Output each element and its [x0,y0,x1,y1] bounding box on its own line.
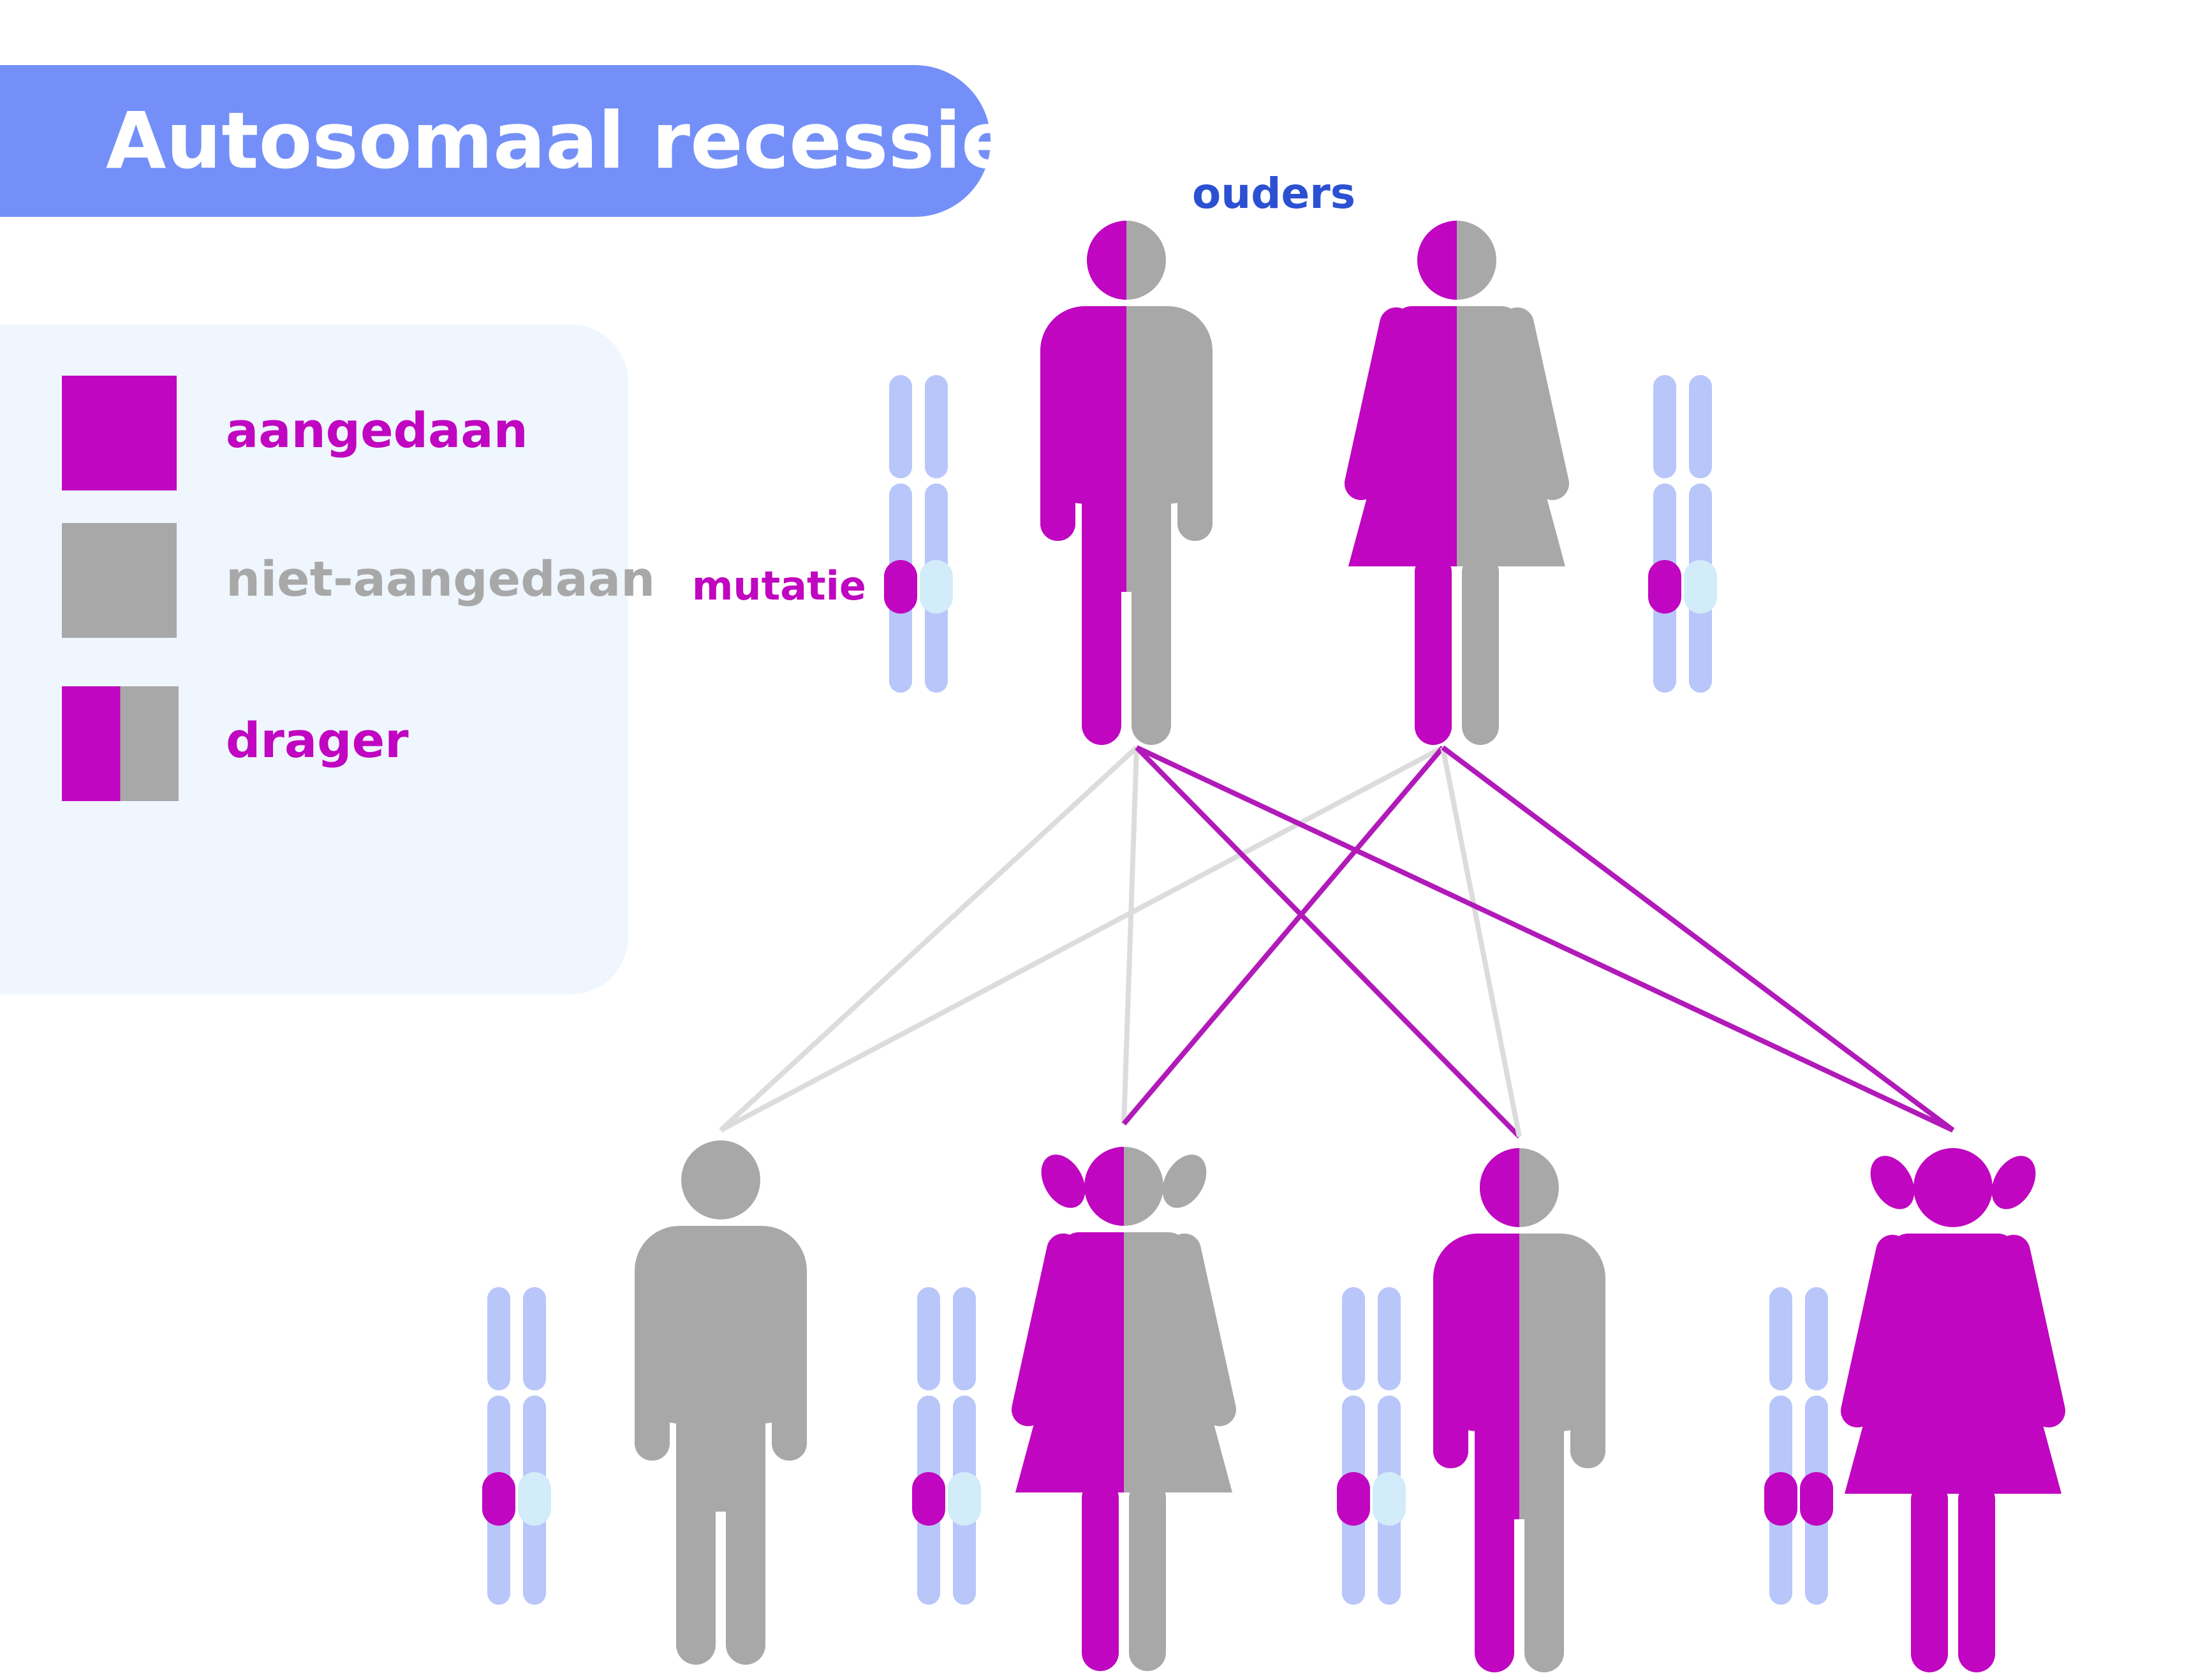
line-mother-child3 [1440,747,1522,1137]
mutation-allele [482,1472,515,1526]
line-mother-child4 [1441,745,1955,1133]
parent-1-figure [1040,221,1213,745]
normal-allele [518,1472,551,1526]
chromosome-upper-arm [1653,375,1676,478]
chromosome-pair-child-2 [912,1287,981,1605]
legend-label-carrier: drager [226,712,409,769]
chromosome-upper-arm [917,1287,940,1390]
mutation-allele [1800,1472,1833,1526]
child-3-figure [1433,1148,1605,1672]
normal-allele [920,560,953,614]
chromosome-upper-arm [523,1287,546,1390]
mutation-allele [1648,560,1681,614]
chromosome-upper-arm [1769,1287,1792,1390]
mutation-allele [912,1472,945,1526]
chromosome-upper-arm [889,375,912,478]
mutation-allele [1764,1472,1797,1526]
chromosome-upper-arm [487,1287,510,1390]
normal-allele [1684,560,1717,614]
mutation-allele [884,560,917,614]
child-1-figure [635,1140,807,1665]
legend-label-affected: aangedaan [226,402,528,459]
chromosome-upper-arm [1805,1287,1828,1390]
chromosome-pair-child-1 [482,1287,551,1605]
chromosome-pair-child-4 [1764,1287,1833,1605]
legend-label-unaffected: niet-aangedaan [226,550,656,607]
chromosome-upper-arm [1689,375,1712,478]
parents-label: ouders [1192,169,1355,218]
chromosome-pair-parent-mother [1648,375,1717,693]
inheritance-lines [719,745,1955,1138]
chromosome-upper-arm [1378,1287,1401,1390]
line-father-child1 [719,746,1139,1132]
mutation-allele [1337,1472,1370,1526]
chromosome-pair-child-3 [1337,1287,1406,1605]
line-father-child3 [1135,746,1521,1138]
legend-swatch-affected [62,376,177,490]
line-mother-child2 [1121,746,1445,1126]
line-father-child2 [1121,747,1139,1124]
chromosome-pair-parent-father [884,375,953,693]
title-banner [0,65,991,217]
line-mother-child1 [719,745,1444,1133]
chromosome-pairs [482,375,1833,1605]
page-title: Autosomaal recessief [106,96,1048,186]
line-father-child4 [1135,745,1954,1133]
child-2-figure [1012,1147,1236,1671]
chromosome-upper-arm [953,1287,976,1390]
legend-swatch-unaffected [62,523,177,638]
normal-allele [1373,1472,1406,1526]
people [635,221,2065,1672]
mutation-label: mutatie [692,563,866,609]
chromosome-upper-arm [1342,1287,1365,1390]
child-4-figure [1841,1148,2065,1672]
parent-2-figure [1345,221,1569,745]
normal-allele [948,1472,981,1526]
chromosome-upper-arm [925,375,948,478]
legend-swatch-carrier [62,686,179,801]
